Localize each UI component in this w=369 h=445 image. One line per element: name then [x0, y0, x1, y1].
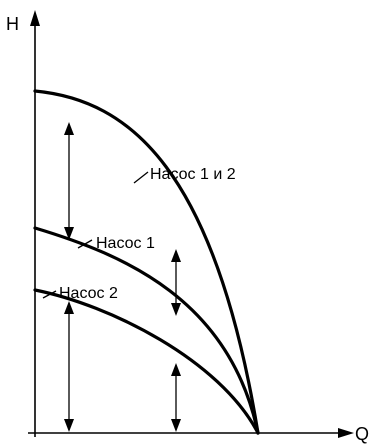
label-pump2: Насос 2 [59, 285, 118, 302]
leader-combined [133, 171, 149, 184]
curve-pump1 [33, 226, 260, 435]
dim-arrow-right-upper [171, 249, 181, 316]
dim-arrow-left-lower [64, 301, 74, 432]
x-axis-arrow-icon [338, 428, 354, 438]
y-axis-label: H [6, 14, 19, 34]
label-pump1: Насос 1 [96, 235, 155, 252]
curve-combined [33, 89, 260, 435]
dim-arrow-right-lower [171, 363, 181, 432]
dim-arrow-left-upper [64, 122, 74, 240]
y-axis-arrow-icon [30, 10, 40, 26]
x-axis-label: Q [355, 424, 369, 444]
leader-pump2 [42, 290, 57, 299]
label-combined: Насос 1 и 2 [150, 166, 236, 183]
leader-pump1 [77, 239, 93, 249]
curve-pump2 [33, 288, 260, 435]
